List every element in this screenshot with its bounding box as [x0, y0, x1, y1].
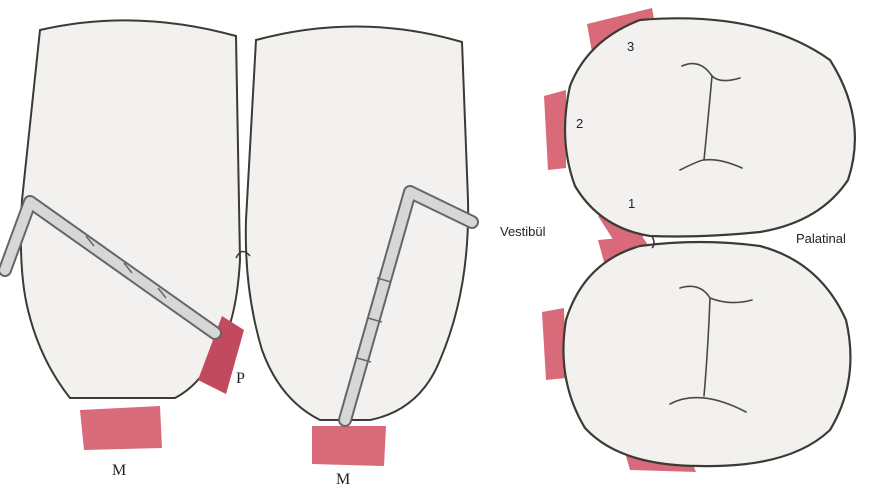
- left-tooth-crown: [21, 20, 240, 398]
- label-vestibul: Vestibül: [500, 224, 546, 239]
- upper-tooth-occlusal: [565, 18, 855, 236]
- label-m-right: M: [336, 471, 350, 488]
- marker-2: [544, 90, 566, 170]
- label-3: 3: [627, 39, 634, 54]
- label-1: 1: [628, 196, 635, 211]
- label-palatinal: Palatinal: [796, 231, 846, 246]
- right-panel: 3 2 1 Vestibül Palatinal: [500, 8, 855, 472]
- marker-m-left: [80, 406, 162, 450]
- label-p: P: [236, 370, 245, 387]
- marker-lower-left: [542, 308, 566, 380]
- label-2: 2: [576, 116, 583, 131]
- left-panel: M P M: [5, 20, 472, 488]
- label-m-left: M: [112, 462, 126, 479]
- marker-m-right: [312, 426, 386, 466]
